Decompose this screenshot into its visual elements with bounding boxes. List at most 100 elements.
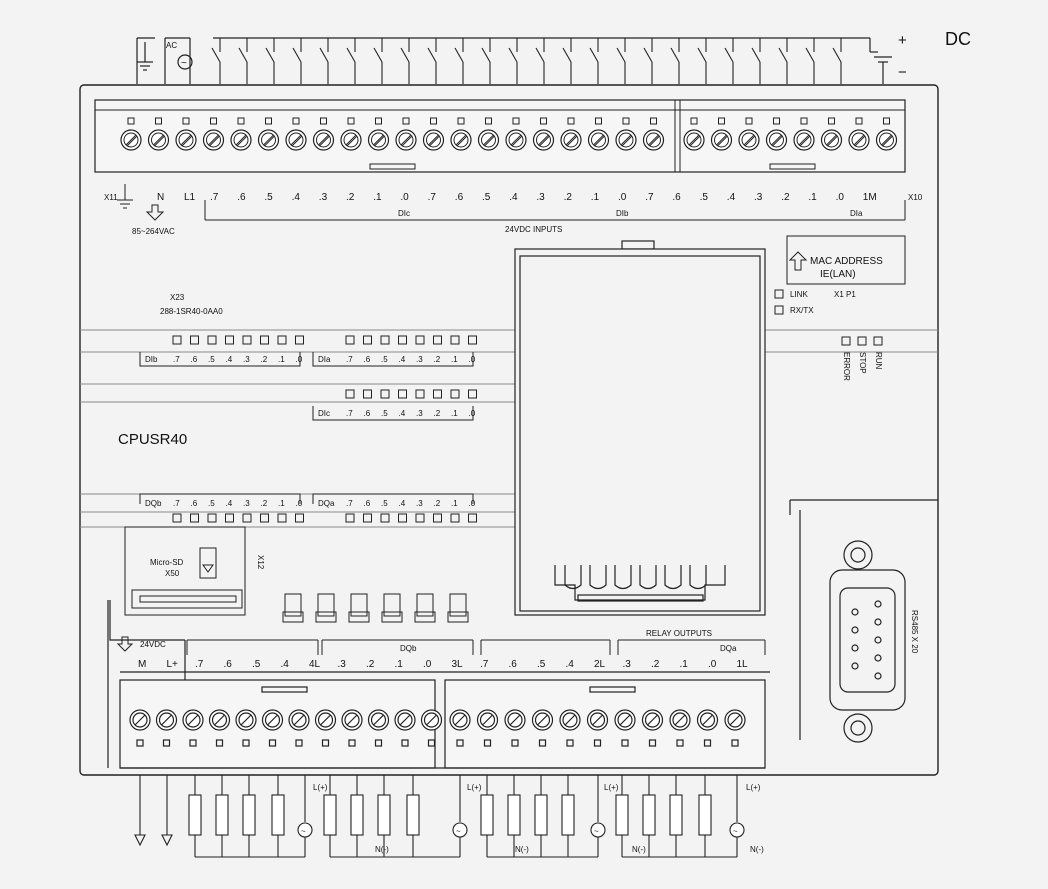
upper-terminal[interactable]: [642, 117, 665, 151]
load-resistor: [615, 794, 629, 836]
upper-pin-label: .6: [237, 192, 246, 203]
load-resistor: [406, 794, 420, 836]
rxtx-led: [774, 305, 784, 315]
lower-terminal[interactable]: [341, 709, 363, 747]
lower-terminal[interactable]: [367, 709, 390, 747]
upper-terminal[interactable]: [738, 117, 760, 151]
lower-pin-label: .7: [480, 659, 489, 670]
upper-pin-label: .5: [700, 192, 709, 203]
upper-terminal[interactable]: [820, 117, 843, 151]
lower-pin-label: .4: [281, 659, 290, 670]
upper-terminal[interactable]: [395, 117, 417, 151]
input-switch: [319, 38, 329, 84]
lower-terminal[interactable]: [155, 709, 178, 747]
upper-terminal[interactable]: [202, 117, 225, 151]
lower-terminal[interactable]: [314, 709, 337, 747]
upper-terminal[interactable]: [175, 117, 197, 151]
lower-terminal[interactable]: [669, 709, 691, 747]
upper-terminal[interactable]: [532, 117, 555, 151]
led-label: .2: [434, 409, 441, 418]
upper-pin-label: .5: [482, 192, 491, 203]
led-label: .1: [278, 355, 285, 364]
input-switch: [670, 38, 680, 84]
lower-terminal[interactable]: [504, 709, 526, 747]
upper-terminal[interactable]: [422, 117, 445, 151]
status-error-label: ERROR: [842, 352, 851, 381]
upper-terminal[interactable]: [793, 117, 815, 151]
upper-pin-label: .2: [781, 192, 790, 203]
upper-terminal[interactable]: [615, 117, 637, 151]
status-leds: [841, 336, 883, 346]
io-led: [398, 389, 407, 399]
upper-terminal[interactable]: [683, 117, 705, 151]
db9-pin: [874, 636, 882, 644]
led-label: .5: [381, 409, 388, 418]
lower-terminal[interactable]: [476, 709, 499, 747]
link-led: [774, 289, 784, 299]
upper-terminal[interactable]: [710, 117, 733, 151]
lower-terminal[interactable]: [531, 709, 554, 747]
lower-terminal[interactable]: [208, 709, 231, 747]
upper-terminal[interactable]: [765, 117, 788, 151]
led-label: .7: [346, 355, 353, 364]
upper-terminal[interactable]: [587, 117, 610, 151]
upper-terminal[interactable]: [147, 117, 170, 151]
load-resistor: [534, 794, 548, 836]
upper-terminal[interactable]: [477, 117, 500, 151]
upper-terminal[interactable]: [848, 117, 870, 151]
lower-terminal[interactable]: [261, 709, 284, 747]
led-label: .4: [399, 499, 406, 508]
lower-terminal[interactable]: [586, 709, 609, 747]
lower-terminal[interactable]: [420, 709, 443, 747]
upper-terminal[interactable]: [505, 117, 527, 151]
upper-pin-label: .7: [428, 192, 437, 203]
db9-pin: [851, 662, 859, 670]
lower-terminal[interactable]: [288, 709, 310, 747]
upper-terminal[interactable]: [285, 117, 307, 151]
upper-terminal[interactable]: [367, 117, 390, 151]
status-run-label: RUN: [874, 352, 883, 370]
input-switch: [346, 38, 356, 84]
io-led: [433, 389, 442, 399]
upper-pin-label: .3: [319, 192, 328, 203]
load-resistor: [669, 794, 683, 836]
lower-terminal[interactable]: [235, 709, 257, 747]
lower-terminal[interactable]: [129, 709, 151, 747]
lower-terminal[interactable]: [641, 709, 664, 747]
lower-terminal[interactable]: [394, 709, 416, 747]
upper-terminal[interactable]: [340, 117, 362, 151]
led-label: DIb: [145, 355, 158, 364]
comm-connector: [447, 593, 469, 623]
lower-terminal[interactable]: [696, 709, 719, 747]
input-switch: [400, 38, 410, 84]
upper-terminal[interactable]: [450, 117, 472, 151]
upper-terminal[interactable]: [875, 117, 898, 151]
lower-terminal[interactable]: [724, 709, 746, 747]
input-switch: [697, 38, 707, 84]
nminus-label: N(-): [750, 845, 764, 854]
upper-terminal-block: [94, 99, 906, 173]
lower-terminal[interactable]: [614, 709, 636, 747]
mac-lan-label: IE(LAN): [820, 269, 856, 280]
upper-pin-label: .0: [836, 192, 845, 203]
comm-connector: [414, 593, 436, 623]
relay-outputs-label: RELAY OUTPUTS: [646, 629, 712, 638]
sd-label: Micro-SD: [150, 558, 184, 567]
lower-terminal[interactable]: [449, 709, 471, 747]
lower-terminal[interactable]: [559, 709, 581, 747]
upper-terminal[interactable]: [257, 117, 280, 151]
lower-terminal[interactable]: [182, 709, 204, 747]
top-wiring: [136, 37, 892, 84]
upper-terminal[interactable]: [120, 117, 142, 151]
led-label: .5: [208, 499, 215, 508]
upper-terminal[interactable]: [230, 117, 252, 151]
upper-pin-label: .1: [373, 192, 382, 203]
upper-pin-label: .4: [727, 192, 736, 203]
io-led: [468, 335, 477, 345]
upper-terminal[interactable]: [312, 117, 335, 151]
upper-terminal[interactable]: [560, 117, 582, 151]
led-label: .3: [416, 409, 423, 418]
inputs-title: 24VDC INPUTS: [505, 225, 562, 234]
upper-pin-label: .4: [292, 192, 301, 203]
model-label: CPUSR40: [118, 431, 187, 448]
